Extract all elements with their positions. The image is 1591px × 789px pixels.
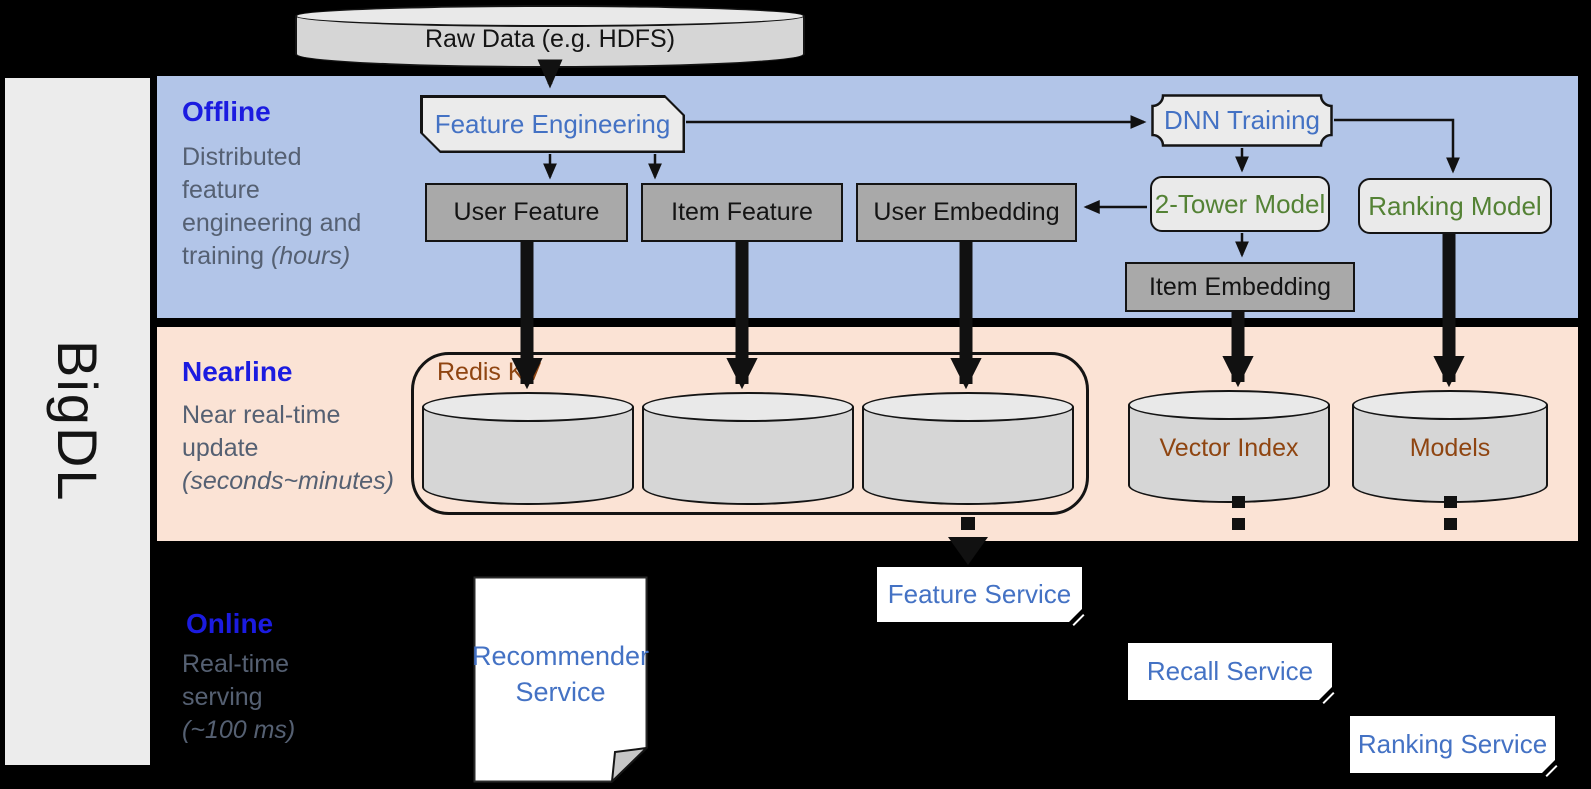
nearline-description-note: (seconds~minutes) [182,467,394,495]
bigdl-sidebar: BigDL [5,78,150,765]
online-description-text: Real-time serving [182,650,289,711]
user-feature-node: User Feature [425,183,628,242]
user-feature-label: User Feature [453,198,600,226]
redis-cylinder-user-feature [422,392,634,505]
cylinder-body [1352,405,1548,503]
item-embedding-node: Item Embedding [1125,262,1355,312]
dnn-training-label: DNN Training [1163,105,1321,135]
feature-engineering-node: Feature Engineering [420,95,685,153]
ranking-model-label: Ranking Model [1368,190,1542,221]
online-title: Online [186,608,274,639]
arrowhead-redis-to-feature-service [948,537,988,565]
user-embedding-node: User Embedding [856,183,1077,242]
recall-service-node: Recall Service [1128,643,1332,700]
feature-engineering-fill [423,98,683,151]
two-tower-model-label: 2-Tower Model [1154,188,1326,219]
page-curl-icon [1542,760,1555,773]
page-curl-icon [1069,609,1082,622]
online-description: Real-time serving (~100 ms) [182,648,332,747]
raw-data-cylinder-top [295,5,805,27]
cylinder-top [422,392,634,422]
item-embedding-label: Item Embedding [1148,272,1332,301]
nearline-description-text: Near real-time update [182,401,341,462]
online-description-note: (~100 ms) [182,716,296,744]
cylinder-body [642,407,854,505]
vector-index-label: Vector Index [1159,434,1299,462]
offline-title: Offline [182,96,271,127]
dnn-training-plaque-shape [1151,94,1333,147]
cylinder-top [862,392,1074,422]
offline-description: Distributed feature engineering and trai… [182,141,380,273]
vector-index-store: Vector Index [1128,390,1330,503]
feature-service-label: Feature Service [887,579,1072,609]
feature-service-node: Feature Service [877,567,1082,622]
cylinder-top [1128,390,1330,420]
offline-description-note: (hours) [270,242,351,270]
recall-service-label: Recall Service [1146,656,1314,686]
feature-engineering-label: Feature Engineering [434,108,671,139]
ranking-service-label: Ranking Service [1357,729,1548,759]
redis-cylinder-user-embedding [862,392,1074,505]
redis-kv-group [411,352,1089,515]
cylinder-top [1352,390,1548,420]
page-curl-icon [1319,687,1332,700]
bigdl-logo: BigDL [46,340,109,503]
cylinder-top [642,392,854,422]
dnn-training-node: DNN Training [1151,94,1333,147]
cylinder-body [422,407,634,505]
ranking-service-node: Ranking Service [1350,716,1555,773]
redis-cylinder-item-feature [642,392,854,505]
ranking-model-node: Ranking Model [1358,178,1552,234]
models-store: Models [1352,390,1548,503]
two-tower-model-node: 2-Tower Model [1150,176,1330,232]
raw-data-label: Raw Data (e.g. HDFS) [424,25,676,53]
recommender-service-node: Recommender Service [471,576,650,785]
nearline-description: Near real-time update (seconds~minutes) [182,399,400,498]
cylinder-body [1128,405,1330,503]
item-feature-node: Item Feature [641,183,843,242]
user-embedding-label: User Embedding [873,198,1060,226]
nearline-title: Nearline [182,356,293,387]
recommender-service-label: Recommender Service [471,640,650,707]
document-shape [473,576,650,785]
cylinder-body [862,407,1074,505]
models-label: Models [1409,434,1491,462]
item-feature-label: Item Feature [671,198,813,226]
redis-kv-label: Redis KV [437,358,542,386]
raw-data-store: Raw Data (e.g. HDFS) [295,5,805,68]
offline-description-text: Distributed feature engineering and trai… [182,143,362,270]
